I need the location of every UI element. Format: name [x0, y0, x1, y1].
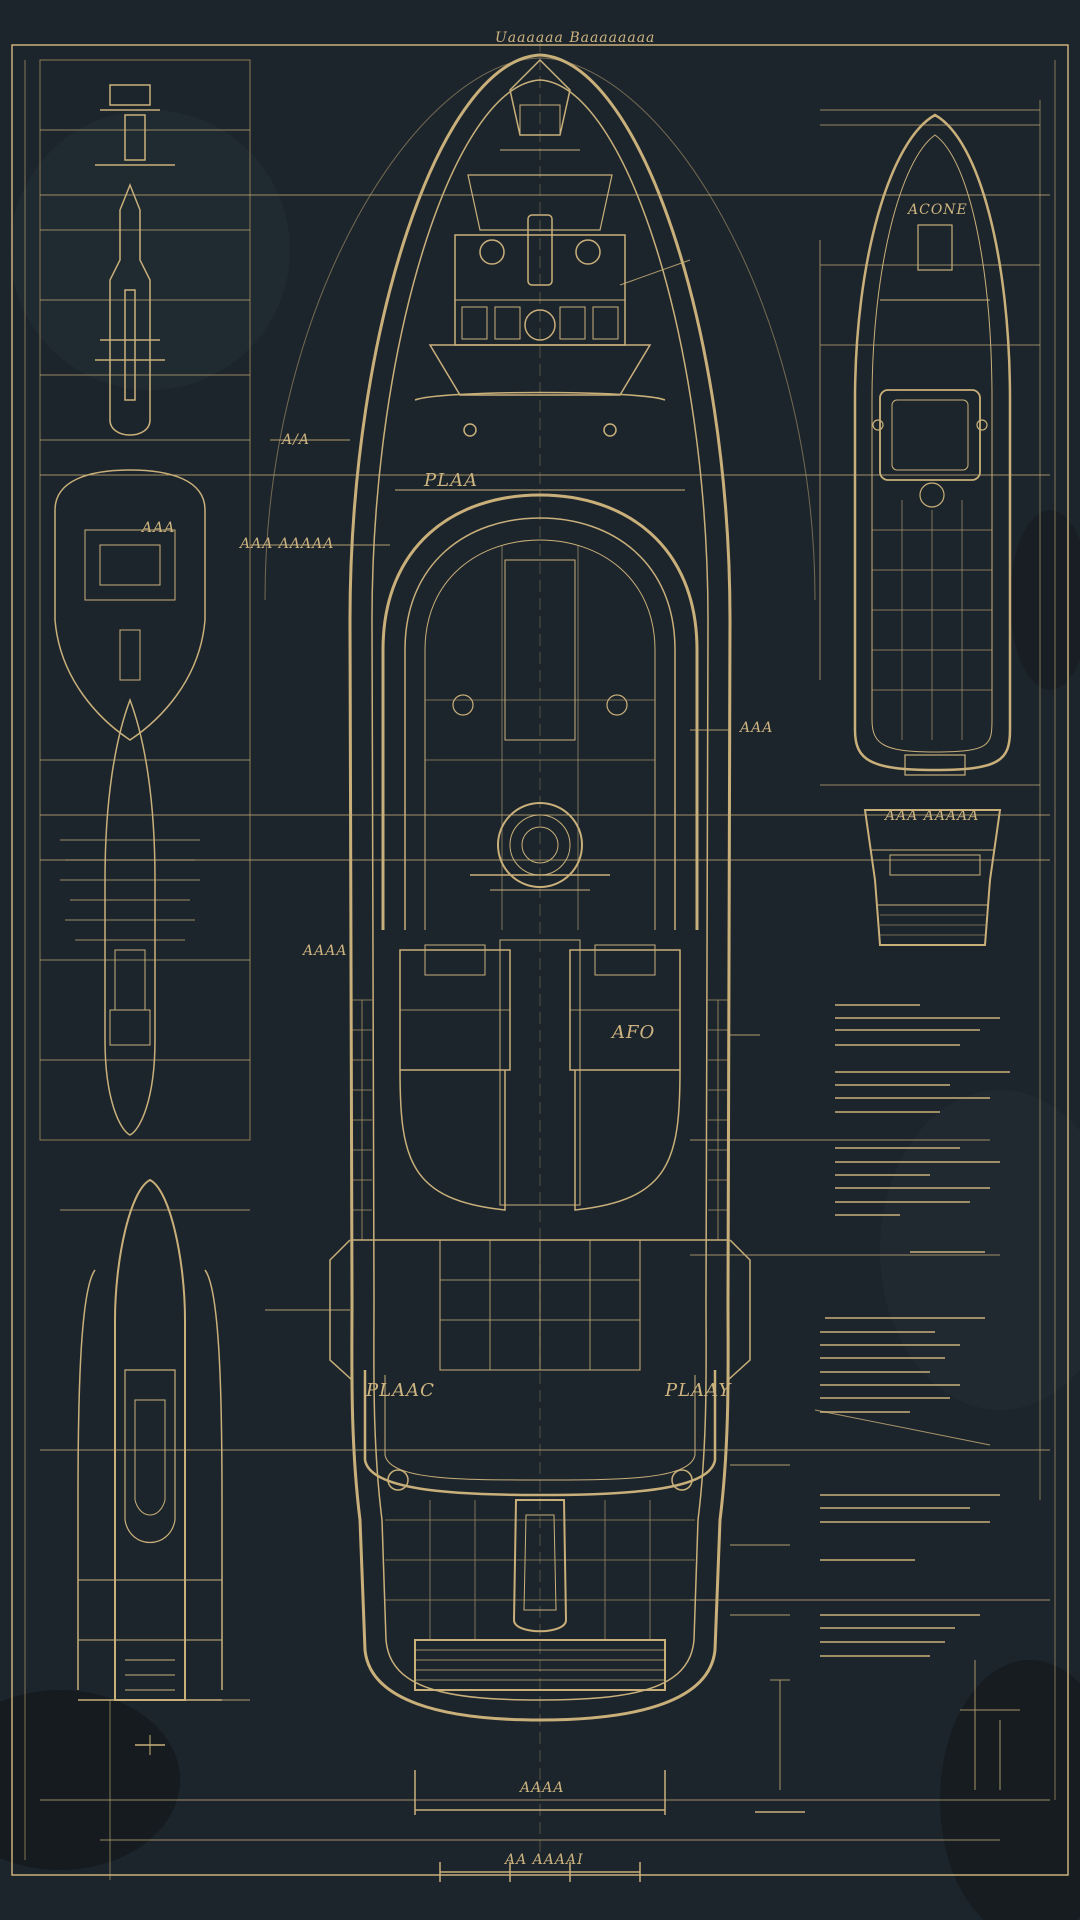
left-annotation-c: A/A	[282, 432, 310, 448]
starboard-label: PLAAY	[665, 1380, 732, 1401]
main-hull	[264, 53, 816, 1722]
left-annotation-a: AAA	[142, 520, 176, 536]
left-annotation-b: AAA AAAAA	[240, 536, 335, 552]
right-view-label: ACONE	[908, 202, 968, 218]
right-annotation-b: AAA AAAAA	[885, 808, 980, 824]
left-side-views	[54, 84, 223, 1755]
deck-label: PLAA	[424, 470, 479, 491]
port-label: PLAAC	[366, 1380, 435, 1401]
right-annotation-a: AAA	[740, 720, 774, 736]
bottom-scale-label: AA AAAAI	[505, 1852, 584, 1868]
cabin-label: AFO	[612, 1022, 656, 1043]
construction-lines	[40, 194, 1050, 1841]
left-annotation-d: AAAA	[303, 943, 348, 959]
right-top-view	[853, 113, 1012, 946]
bottom-center-label: AAAA	[520, 1780, 565, 1796]
spec-text-blocks	[820, 1004, 1010, 1657]
top-title: Uaaaaaa Baaaaaaaa	[495, 30, 656, 46]
